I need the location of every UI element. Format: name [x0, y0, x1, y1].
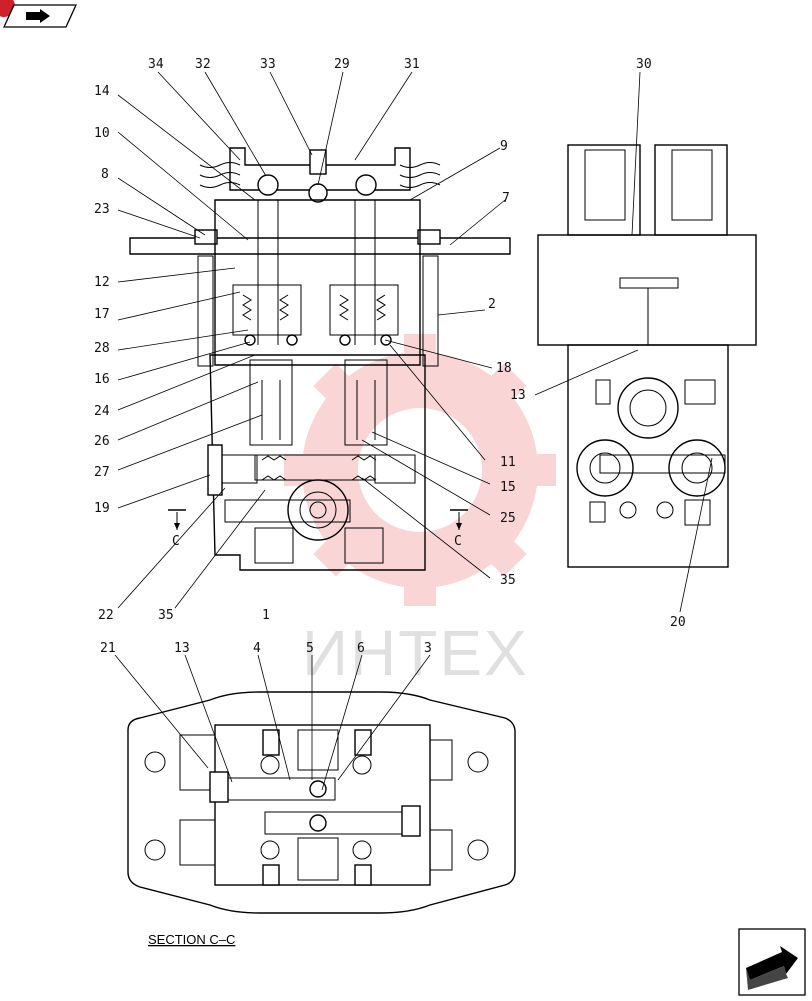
- callout-22: 22: [98, 608, 114, 623]
- callout-27: 27: [94, 465, 110, 480]
- callout-17: 17: [94, 307, 110, 322]
- callout-labels: 34 32 33 29 31 30 14 10 8 9 23 7 12 2 17…: [94, 57, 686, 656]
- callout-1: 1: [262, 608, 270, 623]
- callout-3: 3: [424, 641, 432, 656]
- callout-26: 26: [94, 434, 110, 449]
- callout-28: 28: [94, 341, 110, 356]
- callout-14: 14: [94, 84, 110, 99]
- callout-12: 12: [94, 275, 110, 290]
- callout-34: 34: [148, 57, 164, 72]
- callout-35-left: 35: [158, 608, 174, 623]
- main-section-view: C C: [129, 147, 511, 571]
- arrow-next-icon: [738, 928, 806, 996]
- callout-32: 32: [195, 57, 211, 72]
- callout-25: 25: [500, 511, 516, 526]
- watermark-gear: [284, 334, 556, 606]
- next-nav-button[interactable]: [738, 928, 806, 996]
- callout-19: 19: [94, 501, 110, 516]
- callout-20: 20: [670, 615, 686, 630]
- callout-5: 5: [306, 641, 314, 656]
- section-cc-view: [127, 691, 516, 914]
- callout-8: 8: [101, 167, 109, 182]
- callout-11: 11: [500, 455, 516, 470]
- callout-35-right: 35: [500, 573, 516, 588]
- callout-6: 6: [357, 641, 365, 656]
- callout-21: 21: [100, 641, 116, 656]
- leader-lines: [114, 71, 713, 791]
- callout-23: 23: [94, 202, 110, 217]
- callout-7: 7: [502, 191, 510, 206]
- arrow-back-icon: [0, 0, 78, 28]
- callout-15: 15: [500, 480, 516, 495]
- callout-31: 31: [404, 57, 420, 72]
- callout-18: 18: [496, 361, 512, 376]
- callout-16: 16: [94, 372, 110, 387]
- section-marker-left: C: [172, 534, 180, 549]
- callout-4: 4: [253, 641, 261, 656]
- callout-30: 30: [636, 57, 652, 72]
- callout-29: 29: [334, 57, 350, 72]
- callout-2: 2: [488, 297, 496, 312]
- callout-24: 24: [94, 404, 110, 419]
- watermark-text: ИНТЕХ: [302, 617, 529, 689]
- callout-9: 9: [500, 139, 508, 154]
- side-view: [537, 144, 757, 568]
- callout-13-section: 13: [174, 641, 190, 656]
- callout-10: 10: [94, 126, 110, 141]
- callout-13-side: 13: [510, 388, 526, 403]
- callout-33: 33: [260, 57, 276, 72]
- section-cc-label: SECTION C–C: [148, 932, 235, 947]
- section-marker-right: C: [454, 534, 462, 549]
- back-nav-button[interactable]: [0, 0, 80, 30]
